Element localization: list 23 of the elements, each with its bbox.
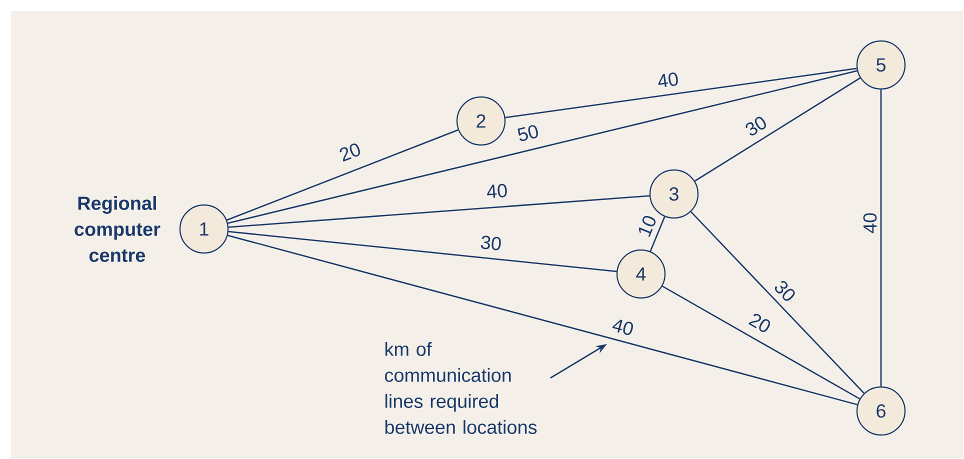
edge-label: 40 [863,213,877,234]
location-caption: Regional computer centre [74,196,160,262]
connection-line [228,70,858,224]
connection-line [228,195,650,228]
edge-label: 20 [340,143,360,162]
edge-label: 20 [748,314,770,332]
edge-label: 30 [480,236,501,250]
connection-line [226,129,458,221]
edge-label: 40 [487,184,507,198]
note-text: km of communication lines required between locations [385,342,537,434]
connection-line [228,230,617,272]
connection-line [228,234,858,406]
connection-line [880,90,882,386]
connection-line [505,68,857,118]
edge-label: 50 [518,125,538,142]
connection-line [650,216,666,252]
connection-line [662,286,860,400]
connection-line [690,211,865,394]
edge-label: 30 [774,280,795,301]
edge-label: 30 [746,116,766,136]
connection-line [694,77,860,182]
edge-label: 40 [658,72,678,88]
edge-label: 40 [612,320,633,336]
